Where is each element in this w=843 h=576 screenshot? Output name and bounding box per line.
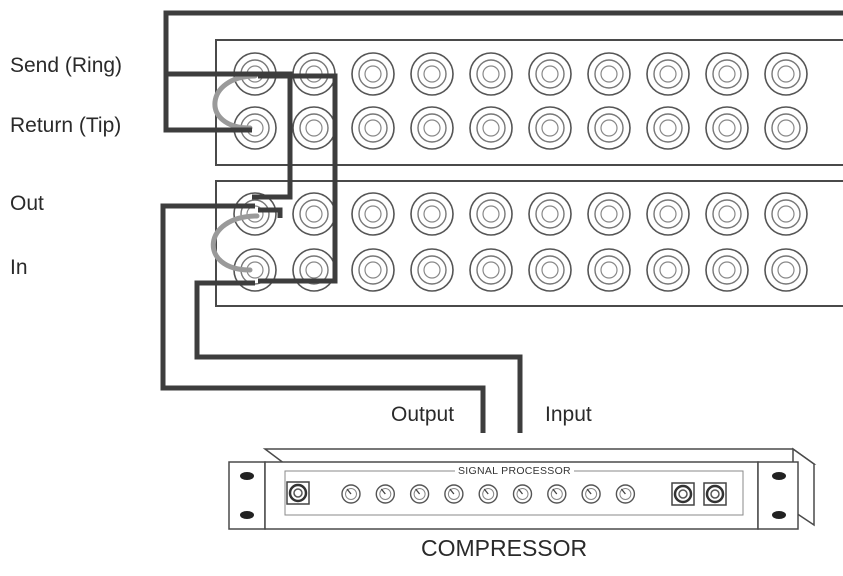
out-label: Out (10, 192, 44, 215)
patch-jack (233, 106, 277, 150)
unit-jack-left (286, 481, 310, 505)
rack-screw-hole (240, 472, 254, 480)
patch-jack (469, 248, 513, 292)
patch-jack (292, 248, 336, 292)
compressor-knob (615, 484, 636, 504)
patch-jack (410, 248, 454, 292)
patch-jack (469, 52, 513, 96)
patch-jack (705, 52, 749, 96)
rack-screw-hole (772, 511, 786, 519)
compressor-knob (341, 484, 361, 504)
compressor-unit (228, 447, 817, 530)
patch-jack (646, 248, 690, 292)
patch-jack (587, 192, 631, 236)
output-label: Output (391, 403, 455, 426)
patch-jack (351, 248, 395, 292)
patch-cord-out-in (210, 213, 260, 273)
compressor-knob (375, 484, 395, 504)
patch-jack (705, 192, 749, 236)
patch-jack (351, 52, 395, 96)
patch-jack (587, 248, 631, 292)
compressor-knob (444, 484, 464, 504)
patch-jack (705, 106, 749, 150)
compressor-knob (512, 484, 533, 504)
compressor-output-cable (160, 203, 486, 433)
patch-jack (351, 192, 395, 236)
cable-line-4 (258, 207, 283, 218)
patch-jack (528, 248, 572, 292)
rack-screw-hole (772, 472, 786, 480)
patch-jack (646, 192, 690, 236)
compressor-controls (286, 481, 727, 506)
in-label: In (10, 256, 28, 279)
compressor-input-cable (194, 280, 523, 433)
patch-jack (528, 192, 572, 236)
send-ring-label: Send (Ring) (10, 54, 123, 77)
patch-jack (528, 52, 572, 96)
unit-jack-right (703, 482, 727, 506)
compressor-knob (478, 484, 498, 504)
patch-jack (292, 192, 336, 236)
cable-line-3 (258, 73, 338, 284)
patch-jack (764, 192, 808, 236)
patch-jack (646, 52, 690, 96)
patch-jack (410, 52, 454, 96)
patch-jack (351, 106, 395, 150)
rack-screw-hole (240, 511, 254, 519)
unit-jack-right (671, 482, 695, 506)
compressor-knob (409, 484, 430, 504)
return-tip-label: Return (Tip) (10, 114, 122, 137)
patch-jack (410, 192, 454, 236)
input-label: Input (545, 403, 592, 426)
patch-jack (764, 248, 808, 292)
compressor-label: COMPRESSOR (421, 535, 588, 561)
signal-processor-label: SIGNAL PROCESSOR (455, 466, 574, 477)
patch-jack (528, 106, 572, 150)
patch-jack (469, 192, 513, 236)
patch-jack (764, 106, 808, 150)
patch-cord-send-return (212, 73, 258, 131)
compressor-knob (547, 484, 567, 504)
patch-jack (646, 106, 690, 150)
patch-jack (705, 248, 749, 292)
patch-jack (587, 106, 631, 150)
patch-jack (764, 52, 808, 96)
patch-jack (292, 106, 336, 150)
cable-line-2 (166, 71, 293, 200)
patch-jack (410, 106, 454, 150)
patch-jack (469, 106, 513, 150)
patch-jack (587, 52, 631, 96)
compressor-knob (581, 484, 601, 504)
